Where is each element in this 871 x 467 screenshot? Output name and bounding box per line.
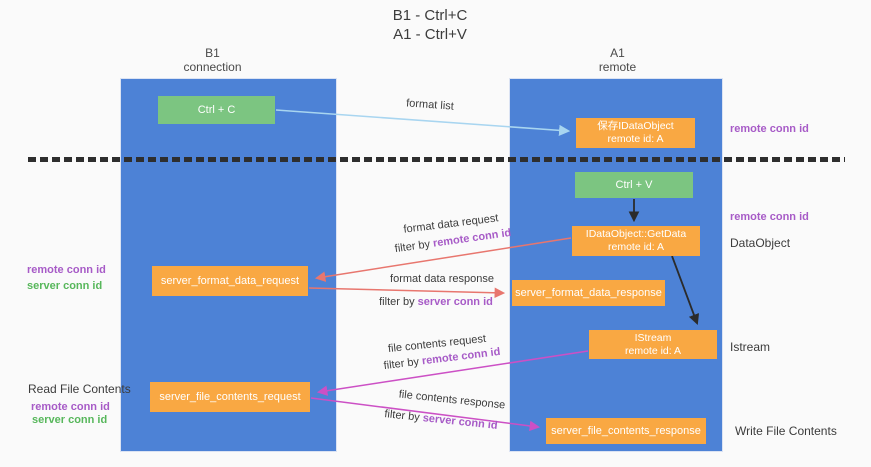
dashed-separator-line (28, 157, 845, 162)
server-conn-id-annotation-left1: server conn id (27, 280, 103, 292)
remote-conn-id-annotation-mid: remote conn id (730, 211, 809, 223)
left-column-name: B1 (205, 46, 220, 60)
server-file-contents-request-label: server_file_contents_request (159, 390, 301, 403)
remote-conn-id-annotation-top: remote conn id (730, 123, 809, 135)
server-file-contents-response-box: server_file_contents_response (546, 418, 706, 444)
filter-by-text: filter by (383, 355, 420, 373)
filter-by-text: filter by (383, 408, 421, 424)
getdata-line2: remote id: A (607, 241, 665, 253)
page-title: B1 - Ctrl+C A1 - Ctrl+V (280, 6, 580, 44)
getdata-line1: IDataObject::GetData (585, 228, 687, 240)
server-file-contents-response-label: server_file_contents_response (551, 424, 701, 437)
server-format-data-request-box: server_format_data_request (152, 266, 308, 296)
server-conn-id-text: server conn id (422, 412, 499, 432)
right-column-role: remote (598, 60, 637, 74)
read-file-contents-annotation: Read File Contents (28, 382, 131, 396)
left-column-role: connection (183, 60, 242, 74)
remote-conn-id-annotation-left1: remote conn id (27, 264, 106, 276)
remote-conn-id-annotation-left2: remote conn id (31, 401, 110, 413)
istream-line1: IStream (634, 331, 672, 344)
server-conn-id-text: server conn id (417, 296, 493, 308)
server-format-data-request-label: server_format_data_request (160, 274, 300, 287)
server-conn-id-annotation-left2: server conn id (32, 414, 108, 426)
istream-box: IStream remote id: A (589, 330, 717, 359)
filter-by-text: filter by (394, 238, 431, 256)
istream-line2: remote id: A (624, 344, 682, 357)
ctrl-c-box: Ctrl + C (158, 96, 275, 124)
ctrl-v-label: Ctrl + V (615, 178, 653, 191)
format-data-response-label: format data response (390, 273, 494, 285)
save-dataobject-box: 保存IDataObject remote id: A (576, 118, 695, 148)
title-line-1: B1 - Ctrl+C (392, 7, 468, 24)
server-file-contents-request-box: server_file_contents_request (150, 382, 310, 412)
left-column-header: B1 connection (104, 46, 321, 74)
dataobject-annotation: DataObject (730, 236, 791, 250)
format-list-label: format list (405, 97, 455, 113)
filter-by-text: filter by (379, 296, 415, 308)
right-column-name: A1 (610, 46, 625, 60)
save-dataobject-line2: remote id: A (607, 133, 664, 145)
istream-annotation: Istream (730, 340, 771, 354)
write-file-contents-annotation: Write File Contents (735, 424, 837, 438)
format-data-response-arrow (308, 287, 506, 299)
ctrl-c-label: Ctrl + C (197, 103, 236, 116)
getdata-box: IDataObject::GetData remote id: A (572, 226, 700, 256)
right-column-header: A1 remote (509, 46, 726, 74)
ctrl-v-box: Ctrl + V (575, 172, 693, 198)
server-format-data-response-label: server_format_data_response (515, 286, 662, 299)
title-line-2: A1 - Ctrl+V (393, 26, 467, 43)
save-dataobject-line1: 保存IDataObject (597, 120, 674, 132)
format-data-response-filter-label: filter by server conn id (346, 296, 526, 308)
server-format-data-response-box: server_format_data_response (512, 280, 665, 306)
